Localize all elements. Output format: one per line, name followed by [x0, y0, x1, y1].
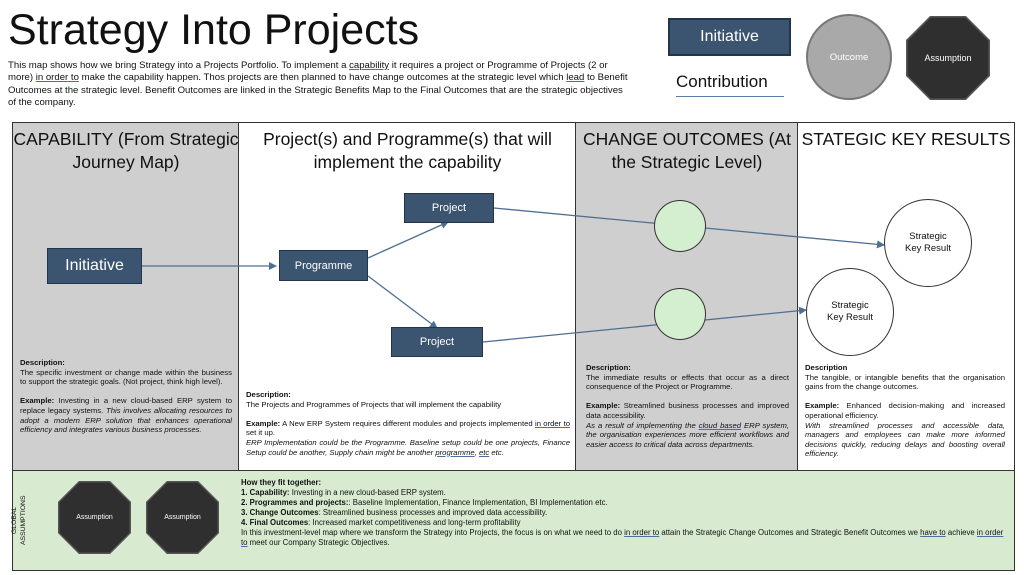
intro-underline: in order to [35, 72, 79, 84]
how-heading: How they fit together: [241, 478, 322, 487]
how-they-fit-together: How they fit together: 1. Capability: In… [241, 478, 1009, 548]
skr-label: Strategic Key Result [827, 299, 873, 324]
header-projects: Project(s) and Programme(s) that will im… [263, 129, 552, 172]
example-text: Investing in a new cloud-based ERP syste… [20, 396, 232, 415]
page-title: Strategy Into Projects [8, 6, 420, 54]
assumption-octagon-1: Assumption [58, 481, 131, 554]
example-underline: in order to [534, 418, 570, 428]
intro-part: This map shows how we bring Strategy int… [8, 60, 350, 71]
how-item-label: 4. Final Outcomes [241, 518, 309, 527]
intro-text: This map shows how we bring Strategy int… [8, 60, 633, 109]
legend-initiative-label: Initiative [700, 28, 759, 45]
how-item-label: 2. Programmes and projects: [241, 498, 349, 507]
how-item-text: : Baseline Implementation, Finance Imple… [348, 498, 608, 507]
initiative-label: Initiative [65, 257, 124, 274]
programme-label: Programme [294, 259, 353, 272]
octagon-shape [58, 481, 131, 554]
projects-description: Description: The Projects and Programmes… [246, 390, 570, 457]
example-text: A New ERP System requires different modu… [280, 418, 535, 428]
example-italic: etc. [489, 447, 504, 457]
example-text: Enhanced decision-making and increased o… [805, 401, 1005, 420]
change-outcome-circle-top [654, 200, 706, 252]
intro-underline: capability [349, 60, 390, 71]
example-underline: programme [435, 447, 475, 457]
initiative-box: Initiative [47, 248, 142, 284]
map-frame [12, 122, 1015, 571]
example-text: Streamlined business processes and impro… [586, 401, 789, 420]
how-item-text: : Increased market competitiveness and l… [308, 518, 521, 527]
how-item-text: Investing in a new cloud-based ERP syste… [289, 488, 446, 497]
octagon-shape [146, 481, 219, 554]
how-underline: in order to [624, 528, 660, 537]
legend-outcome-label: Outcome [829, 51, 869, 63]
example-label: Example: [246, 418, 281, 428]
legend-contribution-line [676, 96, 784, 97]
example-label: Example: [20, 396, 55, 406]
example-italic: , [474, 447, 479, 457]
how-paragraph: attain the Strategic Change Outcomes and… [659, 528, 921, 537]
strategic-key-result-top: Strategic Key Result [884, 199, 972, 287]
example-underline: etc [478, 447, 490, 457]
legend-outcome-circle: Outcome [806, 14, 892, 100]
assumption-label: Assumption [164, 514, 201, 521]
legend-assumption-octagon: Assumption [906, 16, 990, 100]
example-italic: With streamlined processes and accessibl… [805, 420, 1005, 459]
intro-underline: lead [566, 72, 585, 84]
desc-text: The Projects and Programmes of Projects … [246, 399, 502, 409]
desc-text: The specific investment or change made w… [20, 367, 232, 387]
strategic-key-result-bottom: Strategic Key Result [806, 268, 894, 356]
how-underline: in order to [241, 528, 1004, 547]
desc-label: Description [805, 363, 848, 372]
example-label: Example: [805, 401, 840, 411]
how-underline: have to [920, 528, 946, 537]
header-strategic-key-results: STATEGIC KEY RESULTS [801, 129, 1011, 149]
header-capability: CAPABILITY (From Strategic Journey Map) [13, 129, 239, 172]
intro-part: make the capability happen. Thos project… [78, 72, 567, 84]
legend-assumption-label: Assumption [924, 53, 972, 63]
skr-label: Strategic Key Result [905, 230, 951, 255]
global-assumptions-label: GLOBAL ASSUMPTIONS [11, 495, 27, 545]
header-change-outcomes: CHANGE OUTCOMES (At the Strategic Level) [582, 129, 792, 172]
example-italic: ERP Implementation could be the Programm… [246, 437, 570, 457]
project-label: Project [419, 336, 455, 348]
example-label: Example: [586, 401, 621, 411]
project-label: Project [431, 202, 467, 214]
change-outcome-circle-bottom [654, 288, 706, 340]
how-paragraph: achieve [945, 528, 977, 537]
example-text: set it up. [246, 428, 276, 438]
column-capability [13, 123, 239, 470]
desc-label: Description: [20, 358, 65, 367]
example-italic: This involves allocating resources to ad… [20, 405, 232, 435]
how-paragraph: In this investment-level map where we tr… [241, 528, 625, 537]
how-item-label: 1. Capability: [241, 488, 290, 497]
project-box-bottom: Project [391, 327, 483, 357]
project-box-top: Project [404, 193, 494, 223]
desc-label: Description: [246, 390, 291, 399]
how-paragraph: meet our Company Strategic Objectives. [247, 538, 390, 547]
skr-description: Description The tangible, or intangible … [805, 363, 1005, 459]
example-italic: ERP system, the organisation experiences… [586, 420, 790, 449]
desc-text: The immediate results or effects that oc… [586, 372, 789, 392]
how-item-label: 3. Change Outcomes [241, 508, 319, 517]
desc-label: Description: [586, 363, 631, 372]
intro-part: it requires a project or Programme of Pr… [8, 60, 608, 84]
change-description: Description: The immediate results or ef… [586, 363, 789, 449]
assumption-octagon-2: Assumption [146, 481, 219, 554]
assumption-label: Assumption [76, 514, 113, 521]
intro-part: to Benefit Outcomes at the strategic lev… [8, 72, 628, 108]
legend-contribution-label: Contribution [676, 72, 768, 91]
octagon-shape [906, 16, 990, 100]
capability-description: Description: The specific investment or … [20, 358, 232, 435]
example-italic: As a result of implementing the [586, 420, 699, 430]
legend-initiative-box: Initiative [668, 18, 791, 56]
programme-box: Programme [279, 250, 368, 281]
desc-text: The tangible, or intangible benefits tha… [805, 372, 1005, 392]
how-item-text: : Streamlined business processes and imp… [318, 508, 548, 517]
example-underline: cloud based [698, 420, 742, 430]
